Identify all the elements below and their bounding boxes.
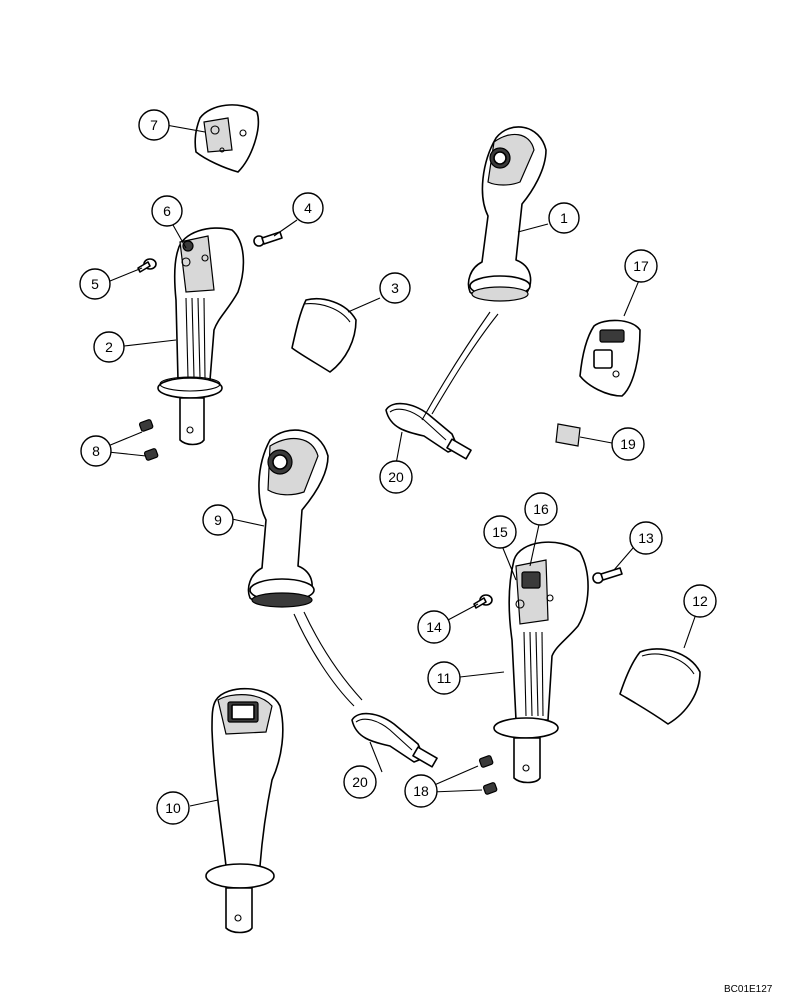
part-2-handle (157, 227, 245, 446)
part-18-set-screws (478, 755, 498, 795)
callout-18: 18 (404, 774, 438, 808)
part-11-handle (493, 541, 589, 784)
callout-13-label: 13 (638, 530, 654, 546)
callout-10-label: 10 (165, 800, 181, 816)
callout-7-label: 7 (150, 117, 158, 133)
callout-15: 15 (483, 515, 517, 549)
callout-4-label: 4 (304, 200, 312, 216)
callout-6-label: 6 (163, 203, 171, 219)
callout-12-label: 12 (692, 593, 708, 609)
callout-4: 4 (292, 192, 324, 224)
part-19-switch (555, 423, 581, 447)
callout-20-lower: 20 (343, 765, 377, 799)
part-10-handle (205, 687, 284, 934)
callout-14: 14 (417, 610, 451, 644)
callout-16-label: 16 (533, 501, 549, 517)
callout-11: 11 (427, 661, 461, 695)
part-4-screw (253, 231, 283, 247)
callout-9-label: 9 (214, 512, 222, 528)
callout-17: 17 (624, 249, 658, 283)
callout-15-label: 15 (492, 524, 508, 540)
callout-1-label: 1 (560, 210, 568, 226)
part-9-handle (247, 429, 363, 707)
part-5-screw (137, 258, 157, 273)
part-20-cable-tie-upper (385, 311, 499, 460)
callout-16: 16 (524, 492, 558, 526)
callout-19-label: 19 (620, 436, 636, 452)
drawing-code: BC01E127 (724, 984, 773, 995)
part-7-cover-plate (194, 104, 260, 173)
part-1-handle (467, 126, 547, 302)
callout-20-upper: 20 (379, 460, 413, 494)
callout-2-label: 2 (105, 339, 113, 355)
part-14-screw (473, 594, 493, 609)
callout-8-label: 8 (92, 443, 100, 459)
callout-5: 5 (79, 268, 111, 300)
callout-12: 12 (683, 584, 717, 618)
callout-11-label: 11 (437, 670, 452, 686)
callout-18-label: 18 (413, 783, 429, 799)
callout-17-label: 17 (633, 258, 649, 274)
callout-5-label: 5 (91, 276, 99, 292)
callout-9: 9 (202, 504, 234, 536)
callout-19: 19 (611, 427, 645, 461)
callout-8: 8 (80, 435, 112, 467)
callout-10: 10 (156, 791, 190, 825)
callout-7: 7 (138, 109, 170, 141)
callout-1: 1 (548, 202, 580, 234)
part-20-cable-tie-lower (351, 712, 438, 768)
callout-13: 13 (629, 521, 663, 555)
part-13-screw (592, 567, 623, 584)
callout-20-upper-label: 20 (388, 469, 404, 485)
callout-2: 2 (93, 331, 125, 363)
part-3-boot (291, 298, 357, 373)
leader-lines (107, 124, 697, 807)
callout-3-label: 3 (391, 280, 399, 296)
callout-20-lower-label: 20 (352, 774, 368, 790)
part-8-set-screws (138, 419, 159, 461)
part-12-boot (619, 648, 701, 725)
callout-3: 3 (379, 272, 411, 304)
callout-14-label: 14 (426, 619, 442, 635)
part-17-switch-plate (579, 319, 641, 397)
callout-6: 6 (151, 195, 183, 227)
